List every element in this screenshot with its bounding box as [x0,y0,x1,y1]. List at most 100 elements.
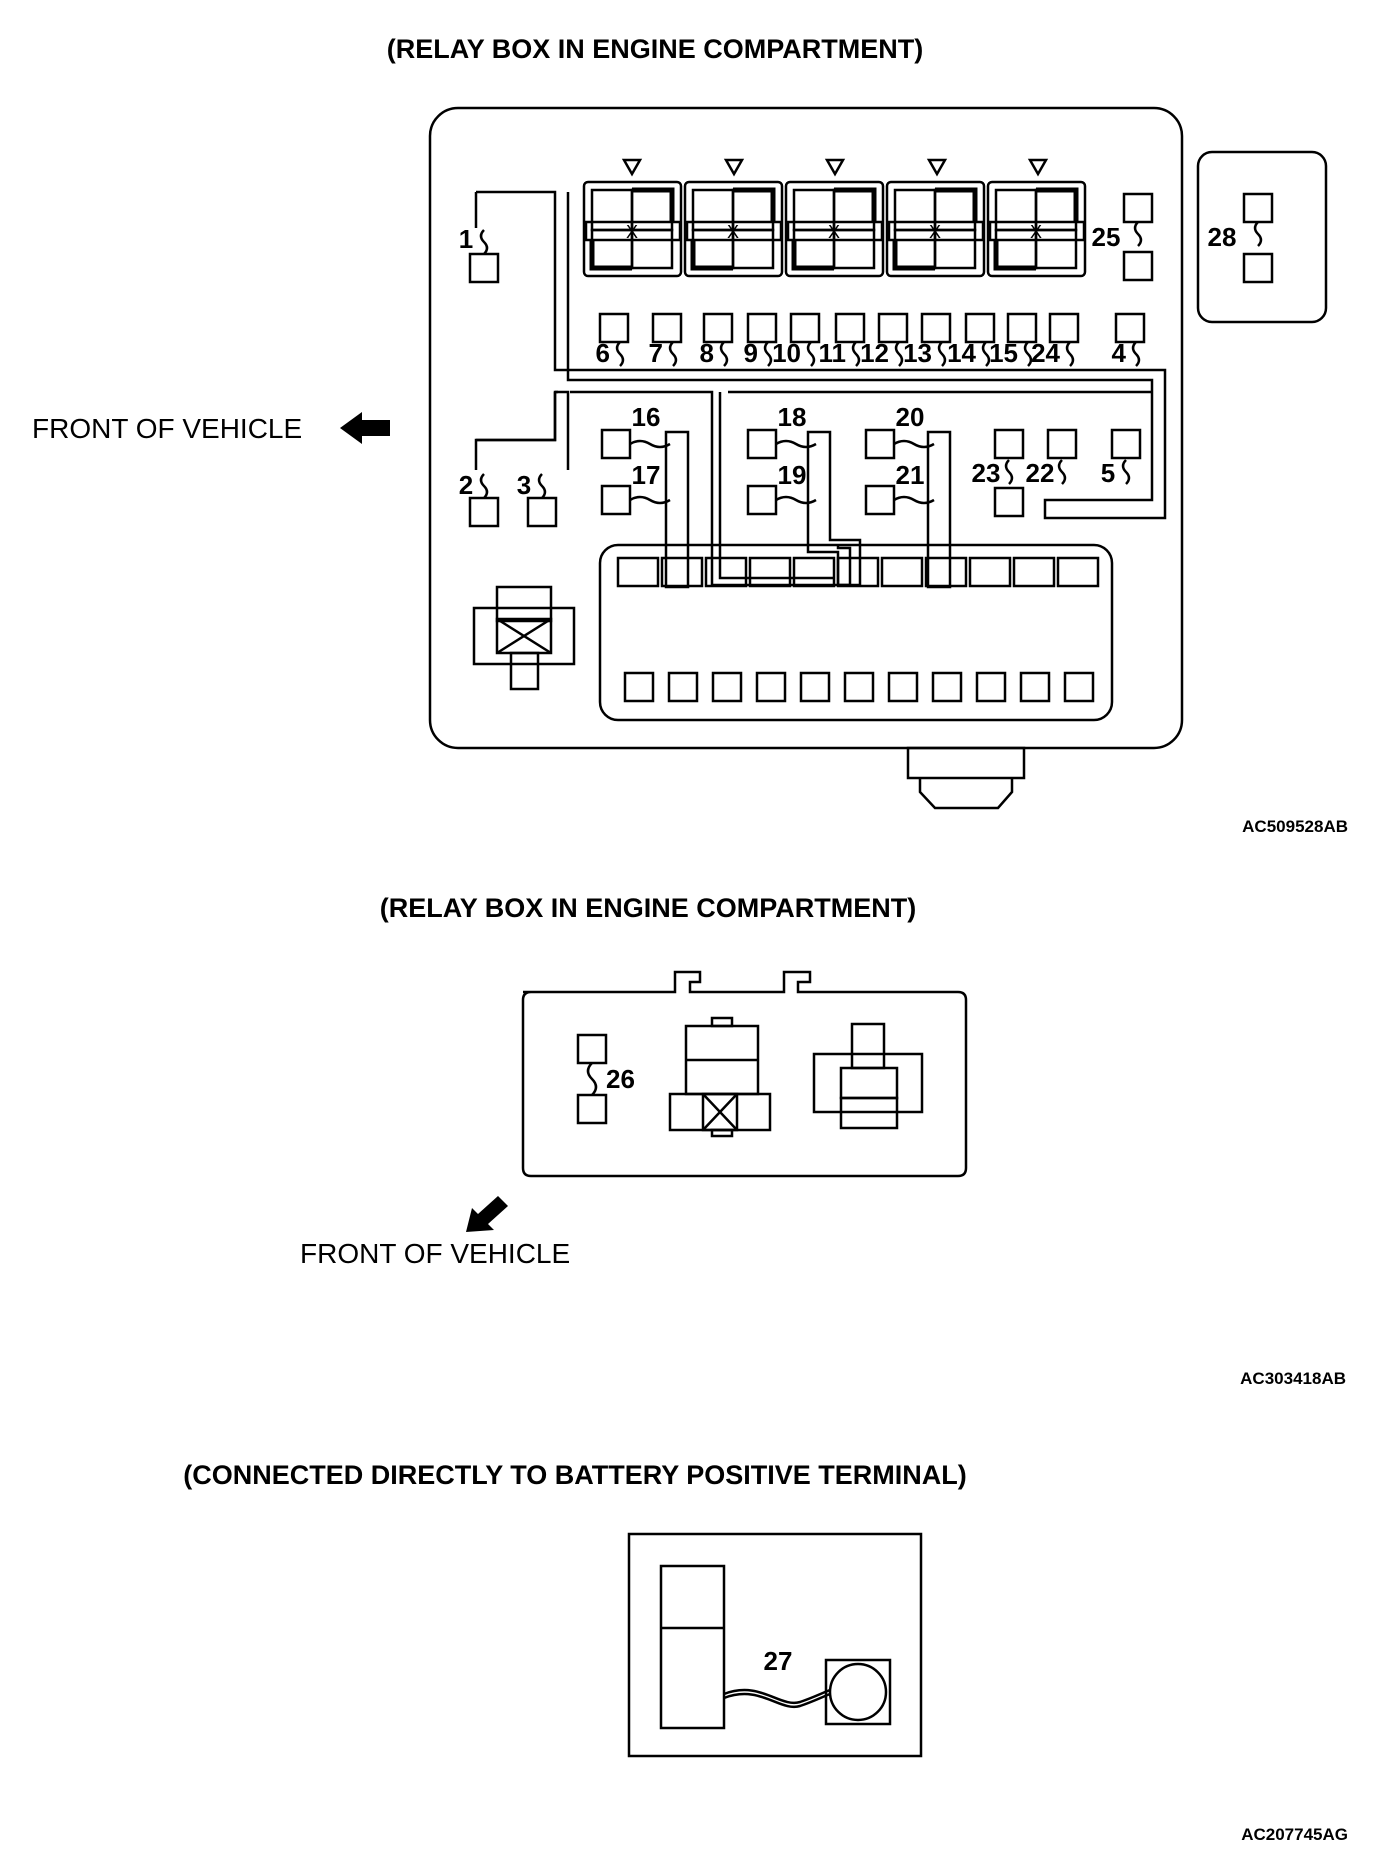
figure-2-code: AC303418AB [1240,1369,1346,1388]
squiggle [479,473,489,499]
relay-heavy-edge [834,187,877,222]
pin-top [792,556,836,588]
arrow-icon [340,412,390,444]
terminal-square [598,312,630,344]
terminal-square [600,428,632,460]
wire-27 [723,1688,831,1705]
figure-3-code: AC207745AG [1241,1825,1348,1844]
pin-bottom [887,671,919,703]
terminal-square [834,312,866,344]
squiggle [981,341,991,367]
squiggle [719,341,729,367]
squiggle [893,439,935,449]
triangle-down-icon [723,158,745,177]
wire-27-b [723,1692,831,1709]
label-26: 26 [606,1064,635,1094]
side-box-outline [1196,150,1328,324]
label-19: 19 [778,460,807,490]
label-23: 23 [972,458,1001,488]
relay-3: X [784,180,885,278]
pin-top [880,556,924,588]
triangle-down-icon [1027,158,1049,177]
label-11: 11 [819,338,847,368]
relay-2 [668,1016,772,1138]
ground-connector [472,585,576,691]
label-13: 13 [903,338,932,368]
relay-heavy-edge [589,240,632,271]
label-18: 18 [778,402,807,432]
squiggle [775,439,817,449]
pin-bottom [1063,671,1095,703]
terminal-square [1242,192,1274,224]
terminal-square [864,428,896,460]
pin-bottom [1019,671,1051,703]
battery-post-ring [828,1662,888,1722]
wire-harness-trace [474,190,1167,587]
squiggle [1023,341,1033,367]
terminal-square [746,428,778,460]
terminal-square [746,312,778,344]
label-28: 28 [1208,222,1237,252]
relay-band [584,220,682,242]
relay-heavy-edge [690,240,733,271]
label-22: 22 [1026,458,1055,488]
relay-4: X [885,180,986,278]
terminal-square [651,312,683,344]
relay-cell [1034,228,1078,270]
terminal-square [526,496,558,528]
squiggle [1065,341,1075,367]
label-7: 7 [649,338,663,368]
pin-top [660,556,704,588]
terminal-square [1242,252,1274,284]
squiggle [806,341,816,367]
terminal-square [1122,250,1154,282]
relay-cell [933,228,977,270]
figure-2: (RELAY BOX IN ENGINE COMPARTMENT) 26 FRO… [300,893,1346,1388]
relay-band [988,220,1086,242]
terminal-square [746,484,778,516]
relay-band [887,220,985,242]
terminal-square [468,252,500,284]
squiggle [537,473,547,499]
label-14: 14 [947,338,976,368]
relay-heavy-edge [733,187,776,222]
relay-heavy-edge [791,240,834,271]
figure-3: (CONNECTED DIRECTLY TO BATTERY POSITIVE … [183,1460,1348,1844]
x-mark: X [727,222,739,242]
terminal-square [1114,312,1146,344]
battery-terminal-box [627,1532,923,1758]
pin-bottom [623,671,655,703]
relay-1: X [582,180,683,278]
relay-heavy-edge [935,187,978,222]
terminal-square [468,496,500,528]
terminal-square [1006,312,1038,344]
relay-box-2-outline [521,970,968,1178]
terminal-square [920,312,952,344]
pin-top [836,556,880,588]
x-mark: X [929,222,941,242]
terminal-square [789,312,821,344]
terminal-square [1122,192,1154,224]
label-25: 25 [1092,222,1121,252]
terminal-square [1110,428,1142,460]
mounting-tab [906,746,1026,810]
squiggle [1253,221,1263,247]
label-9: 9 [744,338,758,368]
pin-top [924,556,968,588]
label-12: 12 [860,338,889,368]
pin-top [968,556,1012,588]
figure-1-title: (RELAY BOX IN ENGINE COMPARTMENT) [387,34,924,64]
terminal-26-bottom [576,1093,608,1125]
label-10: 10 [772,338,801,368]
pin-channels [664,430,952,589]
terminal-square [1048,312,1080,344]
label-17: 17 [632,460,661,490]
fuse-triangles [621,158,1049,177]
x-mark: X [828,222,840,242]
label-24: 24 [1031,338,1060,368]
relay-cell [731,228,775,270]
battery-post [824,1658,892,1726]
squiggle [615,341,625,367]
